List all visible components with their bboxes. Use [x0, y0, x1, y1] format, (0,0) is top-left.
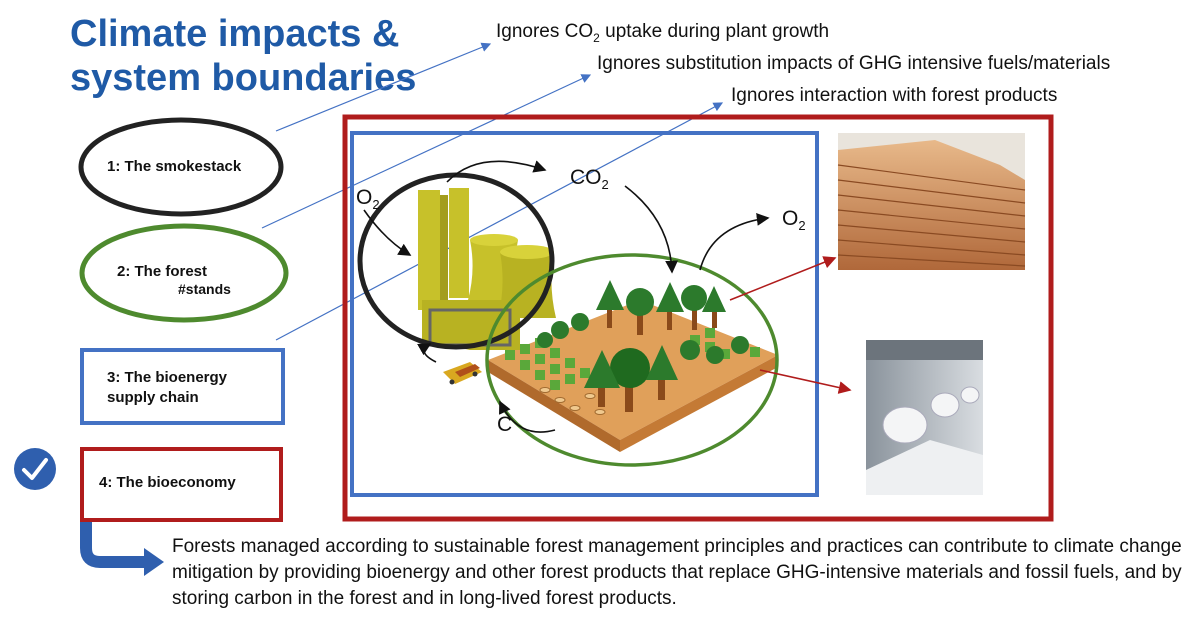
flow-arrow-o2-in — [363, 209, 412, 256]
pointer-line-2 — [261, 74, 592, 229]
conclusion-text: Forests managed according to sustainable… — [172, 536, 1182, 609]
flow-arrow-to-o2 — [699, 213, 770, 271]
option-supply-chain-label-2: supply chain — [107, 389, 199, 406]
truck-icon — [443, 362, 482, 385]
page-title: Climate impacts & system boundaries — [70, 12, 416, 100]
co2-label: CO2 — [570, 166, 609, 193]
flow-arrow-to-forest — [624, 185, 678, 274]
forest-illustration — [488, 280, 778, 452]
flow-arrow-return — [499, 400, 556, 433]
option-forest-sublabel: #stands — [178, 281, 231, 297]
o2-right-label: O2 — [782, 207, 806, 234]
arrow-to-timber — [729, 256, 837, 301]
flow-arrow-to-co2 — [446, 160, 547, 183]
ignores-interaction: Ignores interaction with forest products — [731, 85, 1058, 106]
paper-rolls-image — [866, 340, 983, 495]
ignores-substitution: Ignores substitution impacts of GHG inte… — [597, 53, 1111, 74]
arrow-to-paper — [759, 369, 852, 394]
timber-stack-image — [837, 133, 1026, 270]
title-line-1: Climate impacts & — [70, 13, 400, 55]
bioeconomy-boundary — [342, 114, 1054, 522]
option-forest-label: 2: The forest — [117, 263, 208, 280]
option-supply-chain-label-1: 3: The bioenergy — [107, 369, 228, 386]
ignores-co2-uptake: Ignores CO2 uptake during plant growth — [496, 21, 830, 45]
bioeconomy-box — [80, 447, 283, 522]
supply-chain-box — [80, 348, 285, 425]
forest-ellipse — [79, 223, 289, 323]
forest-boundary — [485, 253, 779, 467]
option-bioeconomy-label: 4: The bioeconomy — [99, 474, 236, 491]
o2-left-label: O2 — [356, 186, 380, 213]
flow-arrow-truck — [417, 343, 437, 363]
smokestack-ellipse — [78, 117, 284, 217]
check-circle-icon — [14, 448, 56, 490]
supply-chain-boundary — [350, 131, 819, 497]
pointer-line-1 — [275, 42, 492, 132]
c-partial-label: C — [497, 413, 513, 436]
bent-arrow-icon — [80, 522, 164, 576]
option-smokestack-label: 1: The smokestack — [107, 158, 242, 175]
title-line-2: system boundaries — [70, 57, 417, 99]
